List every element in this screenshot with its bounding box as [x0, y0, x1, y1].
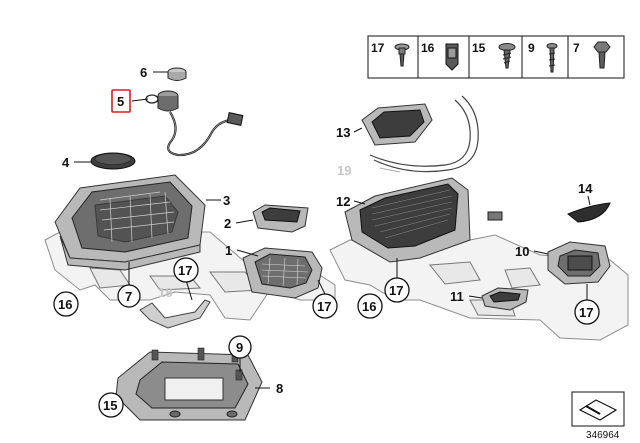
clip-nut-icon	[445, 43, 459, 71]
callout-19: 19	[337, 163, 351, 178]
callout-9: 9	[236, 340, 243, 355]
callout-15: 15	[103, 398, 117, 413]
power-socket-part	[145, 90, 244, 157]
hex-screw-icon	[593, 41, 611, 69]
legend-label-15: 15	[472, 41, 486, 55]
callout-6: 6	[140, 65, 147, 80]
rear-cupholder-part	[547, 241, 611, 285]
callout-11: 11	[450, 289, 464, 304]
callout-10: 10	[515, 244, 529, 259]
callout-16-right: 16	[362, 299, 376, 314]
bracket-part	[139, 299, 211, 329]
callout-labels: 6 5 4 3 2 1 16 7 17 18 17 9 8 15 13 19 1…	[58, 65, 593, 413]
legend-label-16: 16	[421, 41, 435, 55]
callout-18: 18	[158, 285, 172, 300]
upper-cover-part	[361, 103, 433, 146]
long-screw-icon	[546, 43, 558, 73]
fastener-legend: 17 16 15 9 7	[367, 35, 625, 79]
leader-lines	[74, 71, 591, 389]
callout-5: 5	[117, 94, 124, 109]
callout-17-d: 17	[579, 305, 593, 320]
callout-16-left: 16	[58, 297, 72, 312]
trim-strip-part	[369, 95, 479, 173]
socket-cap-part	[167, 67, 187, 81]
storage-tray-part	[54, 174, 206, 271]
small-tray-part	[252, 204, 309, 233]
callout-17-b: 17	[317, 299, 331, 314]
callout-2: 2	[224, 216, 231, 231]
highlight-box	[111, 89, 131, 113]
legend-label-9: 9	[528, 41, 535, 55]
view-orientation-icon	[571, 391, 625, 427]
callout-3: 3	[223, 193, 230, 208]
cupholder-insert-part	[242, 247, 323, 299]
document-number: 346964	[586, 430, 620, 441]
callout-14: 14	[578, 181, 593, 196]
callout-7-left: 7	[125, 289, 132, 304]
callout-8: 8	[276, 381, 283, 396]
callout-13: 13	[336, 125, 350, 140]
round-mat-part	[90, 152, 136, 170]
legend-label-7: 7	[573, 41, 580, 55]
legend-label-17: 17	[371, 41, 385, 55]
collar-screw-icon	[394, 43, 410, 67]
callout-4: 4	[62, 155, 70, 170]
callout-12: 12	[336, 194, 350, 209]
tapping-screw-icon	[498, 43, 516, 69]
center-console-top-part	[344, 177, 503, 263]
callout-17-c: 17	[389, 283, 403, 298]
callout-1: 1	[225, 243, 232, 258]
lower-carrier-part	[115, 347, 263, 421]
circled-callouts	[53, 257, 600, 418]
callout-17-a: 17	[178, 263, 192, 278]
crescent-trim-part	[567, 202, 611, 223]
small-insert-part	[481, 287, 529, 311]
